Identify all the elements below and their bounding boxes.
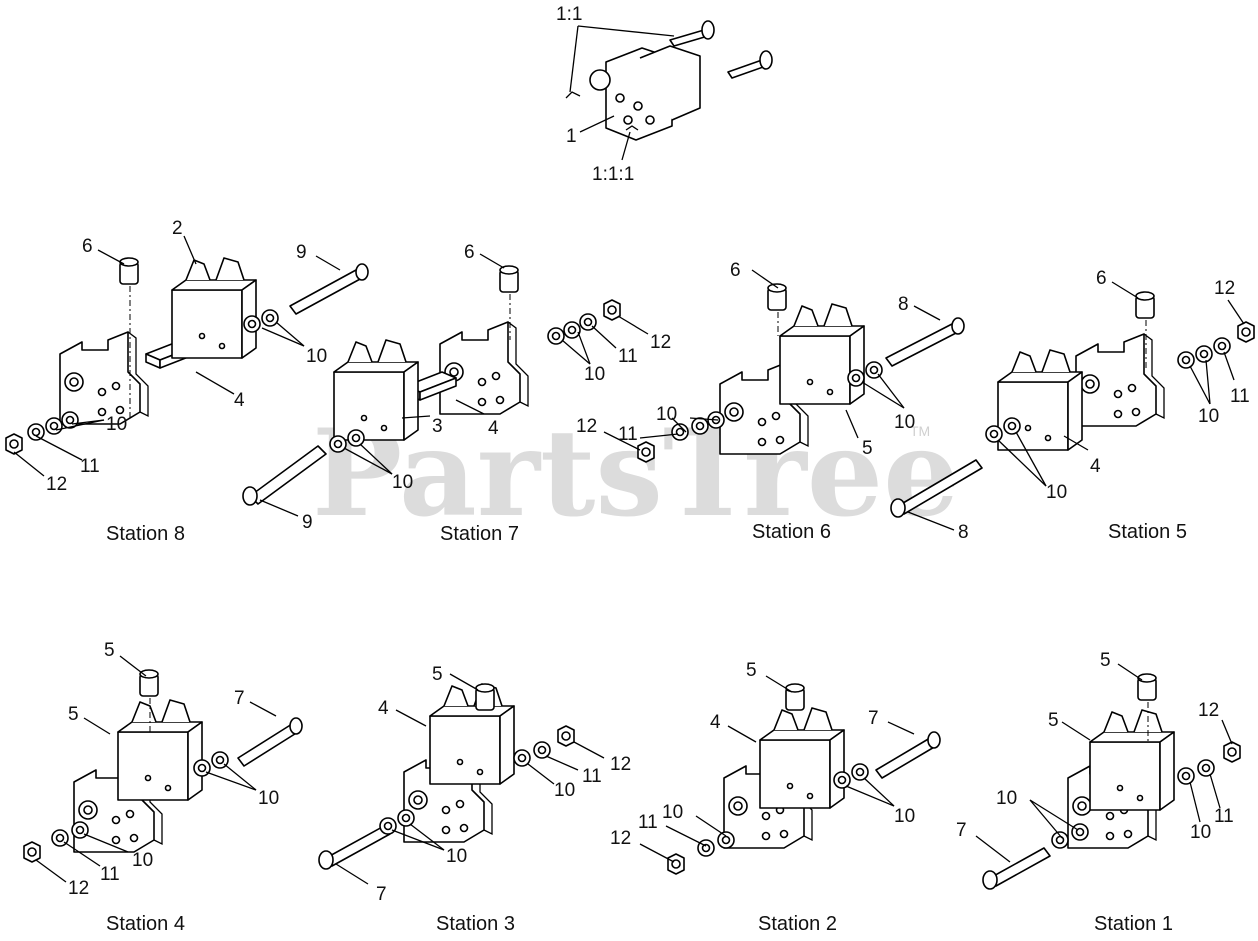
s1-callout-7: 7 xyxy=(956,820,967,841)
s5-callout-8: 8 xyxy=(958,522,969,543)
s4-callout-11: 11 xyxy=(100,864,120,885)
s8-callout-4: 4 xyxy=(234,390,245,411)
s2-callout-10a: 10 xyxy=(894,806,915,827)
station-4-label: Station 4 xyxy=(106,913,185,935)
station-5-assembly xyxy=(890,281,1255,531)
s4-callout-10a: 10 xyxy=(258,788,279,809)
s3-callout-12: 12 xyxy=(610,754,631,775)
station-2-label: Station 2 xyxy=(758,913,837,935)
s7-callout-12: 12 xyxy=(650,332,671,353)
station-7-label: Station 7 xyxy=(440,523,519,545)
s6-callout-10a: 10 xyxy=(656,404,677,425)
s4-callout-10b: 10 xyxy=(132,850,153,871)
station-8-label: Station 8 xyxy=(106,523,185,545)
s2-callout-10b: 10 xyxy=(662,802,683,823)
callout-1-1: 1:1 xyxy=(556,4,582,25)
s8-callout-6: 6 xyxy=(82,236,93,257)
trademark-mark: TM xyxy=(910,423,930,439)
s5-callout-10a: 10 xyxy=(1198,406,1219,427)
s6-callout-11: 11 xyxy=(618,424,638,445)
s7-callout-10a: 10 xyxy=(584,364,605,385)
s2-callout-12: 12 xyxy=(610,828,631,849)
station-1-label: Station 1 xyxy=(1094,913,1173,935)
callout-1: 1 xyxy=(566,126,577,147)
watermark-text: PartsTree xyxy=(312,403,959,544)
s3-callout-10b: 10 xyxy=(446,846,467,867)
s3-callout-5: 5 xyxy=(432,664,443,685)
station-3-assembly xyxy=(318,673,605,885)
s8-callout-10a: 10 xyxy=(306,346,327,367)
s2-callout-4: 4 xyxy=(710,712,721,733)
s6-callout-8: 8 xyxy=(898,294,909,315)
top-assembly xyxy=(565,20,773,161)
s1-callout-5b: 5 xyxy=(1048,710,1059,731)
s3-callout-11: 11 xyxy=(582,766,602,787)
s5-callout-11: 11 xyxy=(1230,386,1250,407)
s4-callout-7: 7 xyxy=(234,688,245,709)
s1-callout-10a: 10 xyxy=(1190,822,1211,843)
s5-callout-6: 6 xyxy=(1096,268,1107,289)
s8-callout-9: 9 xyxy=(296,242,307,263)
s7-callout-6: 6 xyxy=(464,242,475,263)
s2-callout-7: 7 xyxy=(868,708,879,729)
s7-callout-3: 3 xyxy=(432,416,443,437)
s8-callout-12: 12 xyxy=(46,474,67,495)
station-3-label: Station 3 xyxy=(436,913,515,935)
s1-callout-11: 11 xyxy=(1214,806,1234,827)
s5-callout-10b: 10 xyxy=(1046,482,1067,503)
callout-1-1-1: 1:1:1 xyxy=(592,164,634,185)
s2-callout-5: 5 xyxy=(746,660,757,681)
s6-callout-12: 12 xyxy=(576,416,597,437)
s8-callout-2: 2 xyxy=(172,218,183,239)
station-7-assembly xyxy=(242,253,649,517)
s7-callout-10b: 10 xyxy=(392,472,413,493)
s5-callout-4: 4 xyxy=(1090,456,1101,477)
s6-callout-10b: 10 xyxy=(894,412,915,433)
s1-callout-5a: 5 xyxy=(1100,650,1111,671)
station-2-assembly xyxy=(639,675,941,875)
station-1-assembly xyxy=(975,663,1241,890)
s3-callout-10a: 10 xyxy=(554,780,575,801)
s3-callout-7: 7 xyxy=(376,884,387,905)
s6-callout-5: 5 xyxy=(862,438,873,459)
s6-callout-6: 6 xyxy=(730,260,741,281)
s8-callout-11: 11 xyxy=(80,456,100,477)
s4-callout-5b: 5 xyxy=(68,704,79,725)
s3-callout-4: 4 xyxy=(378,698,389,719)
s8-callout-10b: 10 xyxy=(106,414,127,435)
s7-callout-4: 4 xyxy=(488,418,499,439)
s1-callout-12: 12 xyxy=(1198,700,1219,721)
station-6-label: Station 6 xyxy=(752,521,831,543)
station-4-assembly xyxy=(23,655,303,883)
s2-callout-11: 11 xyxy=(638,812,658,833)
station-6-assembly xyxy=(603,269,965,463)
station-5-label: Station 5 xyxy=(1108,521,1187,543)
s5-callout-12: 12 xyxy=(1214,278,1235,299)
s4-callout-12: 12 xyxy=(68,878,89,899)
s7-callout-9: 9 xyxy=(302,512,313,533)
s1-callout-10b: 10 xyxy=(996,788,1017,809)
s7-callout-11: 11 xyxy=(618,346,638,367)
s4-callout-5a: 5 xyxy=(104,640,115,661)
station-8-assembly xyxy=(5,235,369,477)
